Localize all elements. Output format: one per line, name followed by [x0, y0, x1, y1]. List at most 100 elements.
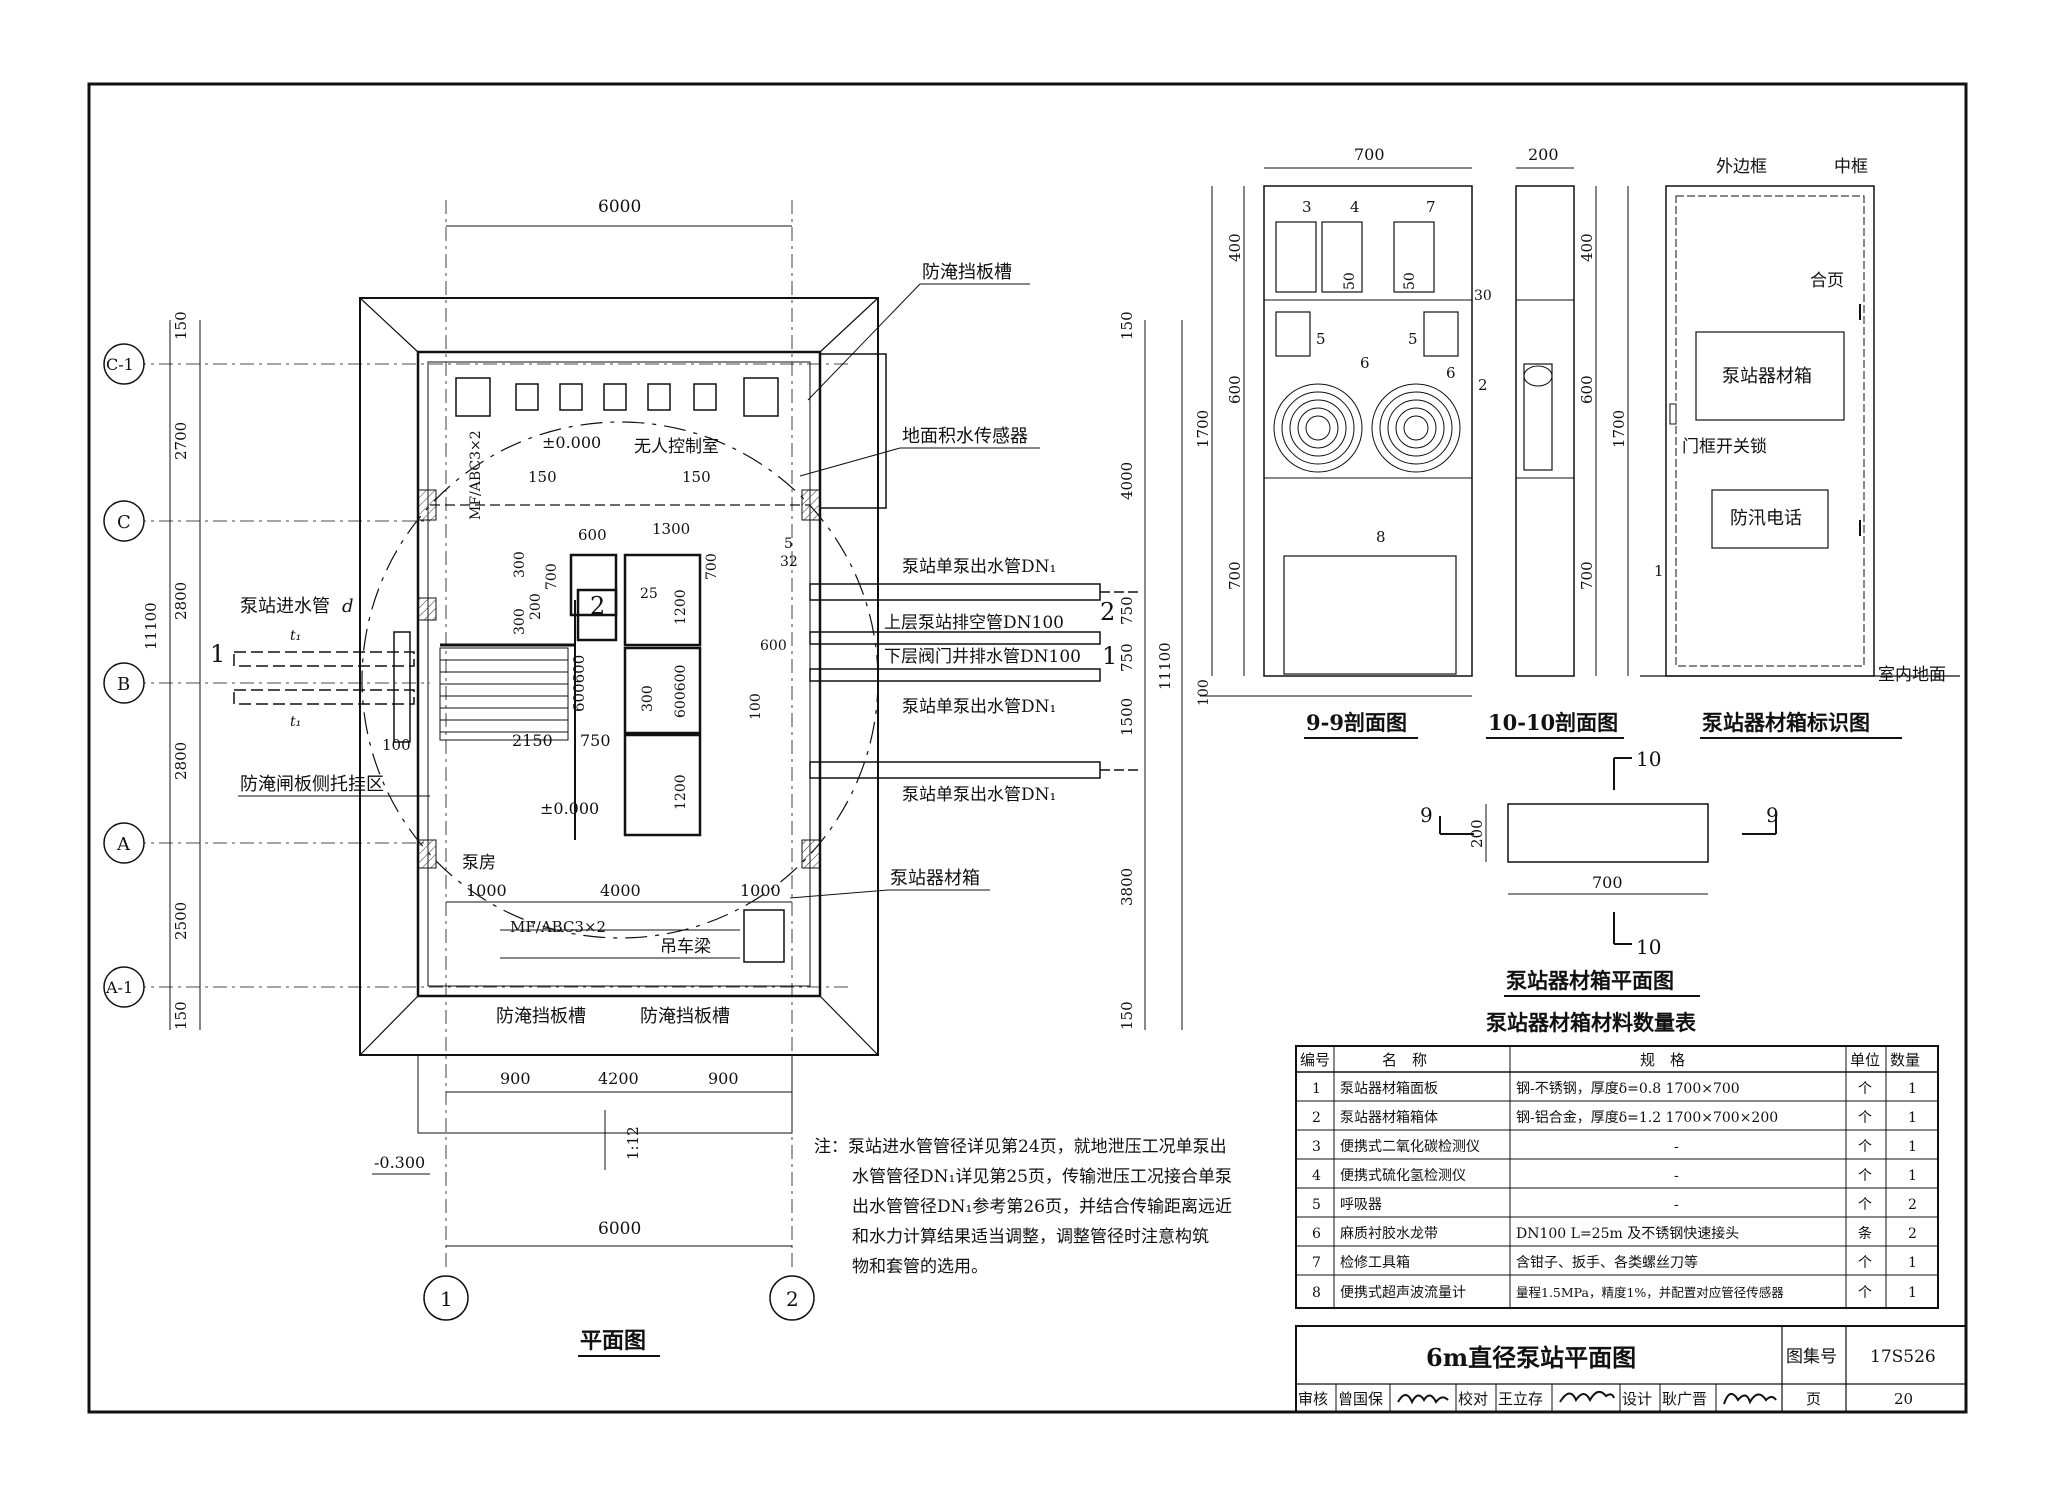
row7-spec: 含钳子、扳手、各类螺丝刀等 [1516, 1254, 1698, 1271]
box-plan-text: 10 10 9 9 200 700 泵站器材箱平面图 泵站器材箱材料数量表 [1420, 747, 1779, 1035]
label-flood-slot-br: 防淹挡板槽 [640, 1006, 730, 1027]
dim-in-1300: 1300 [652, 520, 690, 538]
grid-n1: 1 [440, 1287, 453, 1311]
th-no: 编号 [1300, 1051, 1330, 1069]
row2-no: 2 [1312, 1110, 1321, 1126]
row4-spec: - [1674, 1168, 1679, 1184]
table-title: 泵站器材箱材料数量表 [1486, 1010, 1697, 1035]
dim-left-150-bot: 150 [172, 1001, 190, 1030]
dim-in-2150: 2150 [512, 731, 553, 750]
signature-reviewer [1397, 1394, 1449, 1405]
label-sec2-plan: 2 [590, 592, 605, 620]
label-sec1-left: 1 [210, 640, 225, 668]
label-drain-pipe: 下层阀门井排水管DN100 [884, 647, 1081, 667]
dim-in-750: 750 [580, 731, 611, 750]
dim-in-150b: 150 [682, 468, 711, 486]
dim-in-32: 32 [780, 554, 798, 570]
s1010-dim-400: 400 [1578, 233, 1596, 262]
label-level-top: ±0.000 [542, 433, 601, 452]
check-label: 校对 [1458, 1390, 1488, 1408]
dim-in-1200b: 1200 [673, 774, 689, 810]
row4-no: 4 [1312, 1168, 1321, 1184]
section-10-10-text: 200 400 600 700 1700 10-10剖面图 [1486, 145, 1628, 739]
s99-dim-600: 600 [1226, 375, 1244, 404]
dim-right-150-bot: 150 [1118, 1001, 1136, 1030]
dim-right-total: 11100 [1156, 642, 1174, 690]
ident-text: 外边框 中框 合页 泵站器材箱 门框开关锁 防汛电话 1 室内地面 泵站器材箱标… [1654, 157, 1946, 739]
s99-tag-6b: 6 [1446, 364, 1456, 382]
grid-c1: C-1 [106, 355, 134, 374]
row1-qty: 1 [1908, 1081, 1917, 1097]
label-inlet-pipe: 泵站进水管 [240, 596, 330, 617]
row3-spec: - [1674, 1139, 1679, 1155]
title-block-text: 6m直径泵站平面图 图集号 17S526 审核 曾国保 校对 王立存 设计 耿广… [1298, 1343, 1936, 1408]
row8-name: 便携式超声波流量计 [1340, 1285, 1466, 1301]
label-sec1-right: 1 [1102, 642, 1117, 670]
dim-left-2700: 2700 [172, 422, 190, 460]
s99-tag-5b: 5 [1408, 330, 1418, 348]
boxplan-sec10-bot: 10 [1636, 935, 1661, 959]
designer-name: 耿广晋 [1662, 1390, 1707, 1408]
dim-right-150-top: 150 [1118, 311, 1136, 340]
s1010-dim-600: 600 [1578, 375, 1596, 404]
dim-bot-4200: 4200 [598, 1069, 639, 1088]
label-t1a: t₁ [290, 628, 301, 644]
atlas-no: 17S526 [1870, 1347, 1936, 1367]
boxplan-title: 泵站器材箱平面图 [1506, 968, 1674, 993]
s99-tag-8: 8 [1376, 528, 1386, 546]
dim-right-3800: 3800 [1118, 868, 1136, 906]
th-name: 名 称 [1382, 1051, 1427, 1069]
dim-in-1000a: 1000 [466, 881, 507, 900]
dim-right-1500: 1500 [1118, 698, 1136, 736]
s99-tag-5a: 5 [1316, 330, 1326, 348]
dim-left-total: 11100 [142, 602, 160, 650]
row1-unit: 个 [1858, 1081, 1872, 1097]
label-slope: 1:12 [624, 1126, 642, 1160]
ident-title: 泵站器材箱标识图 [1702, 710, 1870, 735]
dim-in-700: 700 [544, 563, 560, 590]
page-label: 页 [1806, 1390, 1821, 1408]
row3-unit: 个 [1858, 1139, 1872, 1155]
section-9-9-text: 700 400 600 700 1700 100 50 50 30 3 4 7 … [1194, 145, 1492, 739]
dim-left-2800a: 2800 [172, 582, 190, 620]
dim-in-300b: 300 [512, 608, 528, 635]
reviewer-name: 曾国保 [1338, 1390, 1383, 1408]
dim-in-300c: 300 [640, 685, 656, 712]
section-10-10 [1515, 167, 1629, 677]
row6-spec: DN100 L=25m 及不锈钢快速接头 [1516, 1225, 1739, 1242]
ident-floor: 室内地面 [1878, 665, 1946, 685]
dim-in-700b: 700 [704, 553, 720, 580]
ident-lock: 门框开关锁 [1682, 437, 1767, 457]
row6-unit: 条 [1858, 1225, 1872, 1242]
row4-name: 便携式硫化氢检测仪 [1340, 1168, 1466, 1184]
s99-dim-700: 700 [1354, 145, 1385, 164]
note-line-5: 物和套管的选用。 [852, 1257, 988, 1277]
label-sec2-right: 2 [1100, 598, 1115, 626]
row2-name: 泵站器材箱箱体 [1340, 1110, 1438, 1126]
label-inlet-d: d [342, 596, 354, 617]
label-out-pipe1: 泵站单泵出水管DN₁ [902, 557, 1056, 577]
grid-a: A [116, 834, 131, 855]
review-label: 审核 [1298, 1390, 1328, 1408]
label-gate-hang: 防淹闸板侧托挂区 [240, 774, 384, 795]
box-plan [1439, 757, 1777, 945]
dim-left-2500: 2500 [172, 902, 190, 940]
s1010-dim-200: 200 [1528, 145, 1559, 164]
label-flood-slot-top: 防淹挡板槽 [922, 262, 1012, 283]
row1-name: 泵站器材箱面板 [1340, 1081, 1438, 1097]
plan-text: 6000 6000 150 2700 2800 2800 2500 150 11… [103, 197, 1183, 1357]
grid-a1: A-1 [105, 978, 133, 997]
row7-unit: 个 [1858, 1255, 1872, 1271]
dim-in-1200a: 1200 [673, 589, 689, 625]
dim-in-600d: 600 [760, 638, 787, 654]
dim-left-150-top: 150 [172, 311, 190, 340]
boxplan-sec9-left: 9 [1420, 803, 1433, 827]
boxplan-dim-200: 200 [1468, 819, 1486, 848]
row5-spec: - [1674, 1197, 1679, 1213]
label-level-mid: ±0.000 [540, 799, 599, 818]
dim-right-4000: 4000 [1118, 462, 1136, 500]
dim-in-600600b: 600600 [673, 665, 689, 718]
ident-phone: 防汛电话 [1730, 508, 1802, 529]
label-control-room: 无人控制室 [634, 437, 719, 457]
ident-box-label: 泵站器材箱 [1722, 366, 1812, 387]
